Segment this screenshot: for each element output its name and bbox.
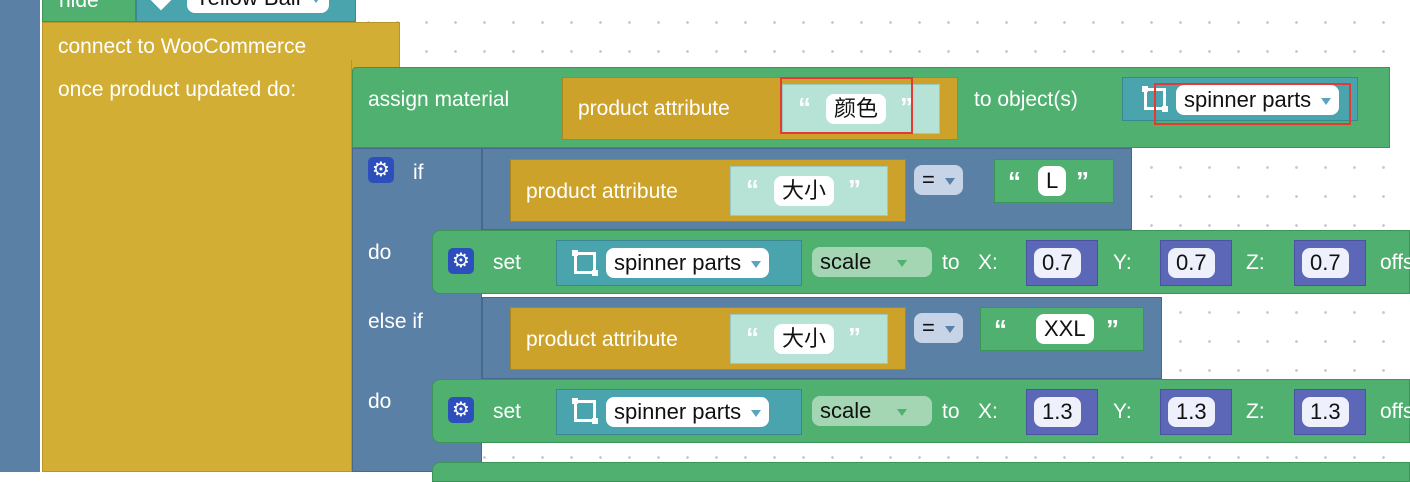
object-icon (572, 398, 598, 424)
hide-object-dropdown[interactable]: Yellow Ball (187, 0, 329, 13)
hide-block[interactable]: hide (42, 0, 136, 22)
set2-x-field[interactable]: 1.3 (1034, 397, 1081, 427)
close-quote-icon: ” (848, 322, 861, 352)
cond1-operator-dropdown[interactable]: = (914, 165, 963, 195)
cond2-text-field[interactable]: 大小 (774, 324, 835, 354)
cond1-text-field[interactable]: 大小 (774, 176, 835, 206)
product-attribute-label: product attribute (578, 97, 730, 120)
set2-x-field-block[interactable]: 1.3 (1026, 389, 1098, 435)
hide-label: hide (59, 0, 99, 12)
next-action-block-partial[interactable] (432, 462, 1410, 482)
set2-y-field[interactable]: 1.3 (1168, 397, 1215, 427)
close-quote-icon: ” (1076, 166, 1089, 196)
open-quote-icon: “ (1008, 166, 1021, 196)
set1-x-field[interactable]: 0.7 (1034, 248, 1081, 278)
close-quote-icon: ” (1106, 314, 1119, 344)
set1-y-label: Y: (1113, 251, 1132, 274)
open-quote-icon: “ (994, 314, 1007, 344)
set2-z-field-block[interactable]: 1.3 (1294, 389, 1366, 435)
set-label-2: set (493, 400, 522, 423)
set2-object-dropdown[interactable]: spinner parts (606, 397, 770, 427)
set2-y-label: Y: (1113, 400, 1132, 423)
event-line1-label: connect to WooCommerce (58, 35, 307, 58)
cube-icon (149, 0, 173, 11)
object-icon (572, 250, 598, 276)
set1-y-field[interactable]: 0.7 (1168, 248, 1215, 278)
set1-object-dropdown[interactable]: spinner parts (606, 248, 770, 278)
gear-icon[interactable]: ⚙ (368, 157, 394, 183)
do-label: do (368, 241, 392, 264)
set1-offset-label: offs (1380, 251, 1410, 274)
do-label-2: do (368, 390, 392, 413)
set1-x-label: X: (978, 251, 998, 274)
event-line2-label: once product updated do: (58, 78, 297, 101)
to-objects-label: to object(s) (974, 88, 1078, 111)
set2-z-label: Z: (1246, 400, 1265, 423)
set1-property-dropdown[interactable]: scale (812, 247, 932, 277)
set2-z-field[interactable]: 1.3 (1302, 397, 1349, 427)
open-quote-icon: “ (746, 322, 759, 352)
set1-y-field-block[interactable]: 0.7 (1160, 240, 1232, 286)
set1-z-field-block[interactable]: 0.7 (1294, 240, 1366, 286)
highlight-attribute-value (780, 77, 913, 134)
set2-x-label: X: (978, 400, 998, 423)
cond1-attribute-label: product attribute (526, 180, 678, 203)
close-quote-icon: ” (900, 92, 913, 122)
toolbox-strip (0, 0, 40, 472)
set2-to-label: to (942, 400, 960, 423)
cond2-compare-field[interactable]: XXL (1036, 314, 1094, 344)
set1-x-field-block[interactable]: 0.7 (1026, 240, 1098, 286)
event-block-body (42, 60, 352, 472)
assign-material-label: assign material (368, 88, 510, 111)
set-label: set (493, 251, 522, 274)
set2-property-dropdown[interactable]: scale (812, 396, 932, 426)
attribute-text-field[interactable]: 颜色 (826, 94, 887, 124)
gear-icon[interactable]: ⚙ (448, 397, 474, 423)
set2-offset-label: offs (1380, 400, 1410, 423)
cond2-attribute-label: product attribute (526, 328, 678, 351)
object-dropdown[interactable]: spinner parts (1176, 85, 1340, 115)
highlight-object-dropdown (1154, 83, 1351, 125)
else-if-label: else if (368, 310, 423, 333)
cond2-operator-dropdown[interactable]: = (914, 313, 963, 343)
hide-object-selector[interactable]: Yellow Ball (136, 0, 356, 22)
gear-icon[interactable]: ⚙ (448, 248, 474, 274)
open-quote-icon: “ (798, 92, 811, 122)
cond1-compare-field[interactable]: L (1038, 166, 1067, 196)
open-quote-icon: “ (746, 174, 759, 204)
set1-to-label: to (942, 251, 960, 274)
set2-y-field-block[interactable]: 1.3 (1160, 389, 1232, 435)
close-quote-icon: ” (848, 174, 861, 204)
set1-z-label: Z: (1246, 251, 1265, 274)
if-label: if (413, 161, 424, 184)
set1-z-field[interactable]: 0.7 (1302, 248, 1349, 278)
